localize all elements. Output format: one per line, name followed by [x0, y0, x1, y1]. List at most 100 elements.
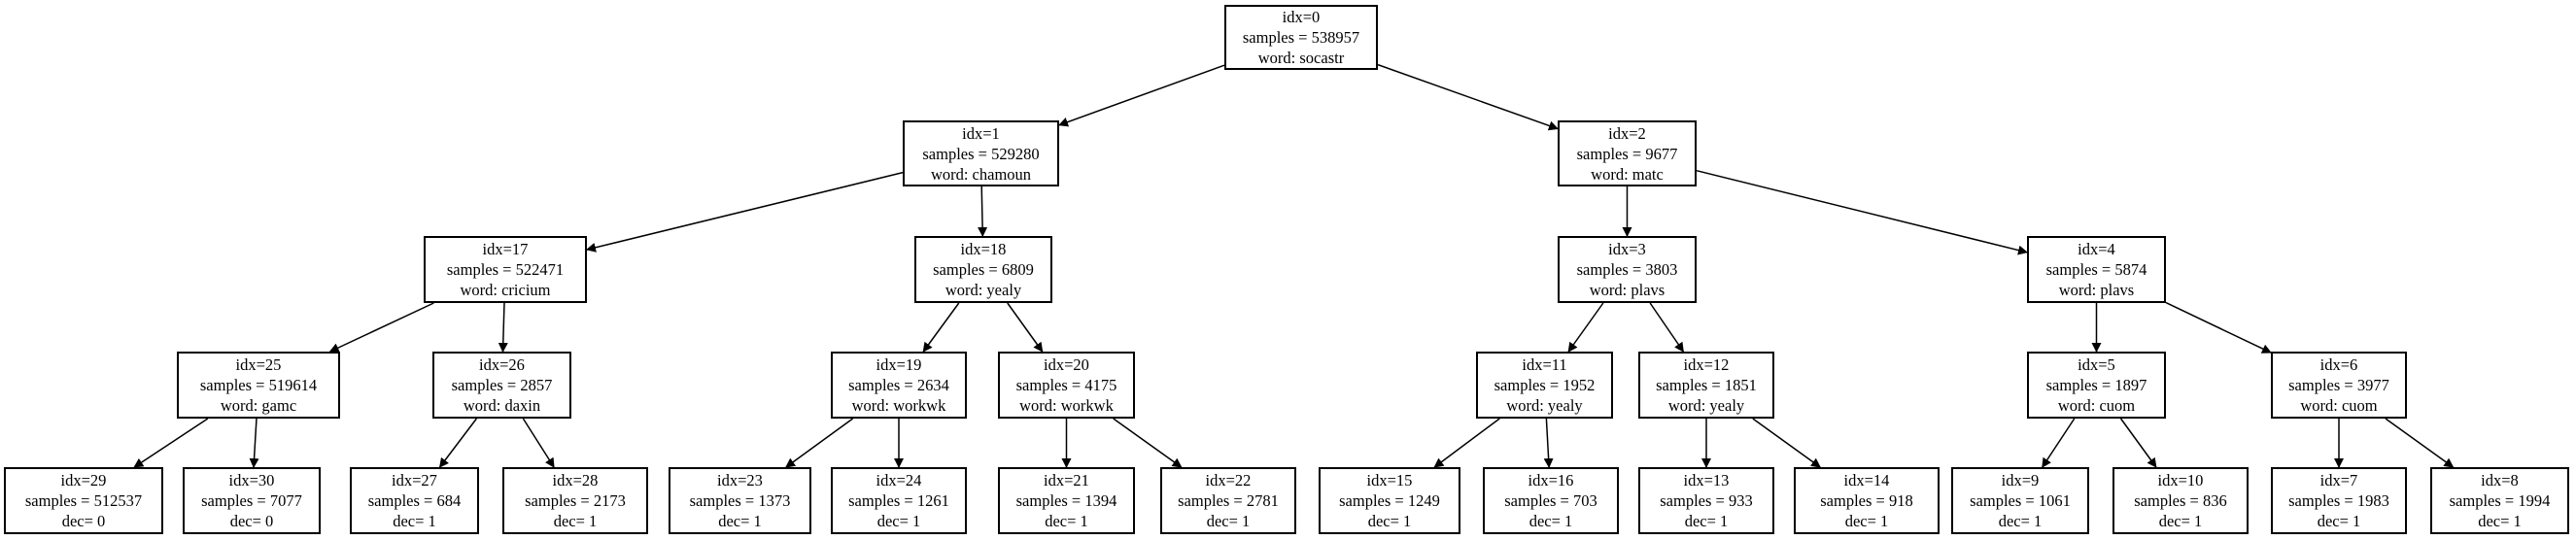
- tree-node-28: idx=28 samples = 2173 dec= 1: [502, 467, 648, 534]
- node-idx-label: idx=7: [2319, 471, 2358, 489]
- node-dec-label: dec= 1: [2317, 512, 2361, 530]
- edge-2-to-4: [1696, 169, 2028, 255]
- node-samples-label: samples = 512537: [24, 491, 143, 510]
- node-idx-label: idx=14: [1843, 471, 1890, 489]
- node-word-label: word: cricium: [460, 281, 551, 299]
- node-samples-label: samples = 519614: [199, 376, 318, 394]
- node-idx-label: idx=17: [482, 240, 529, 258]
- node-idx-label: idx=2: [1608, 123, 1646, 143]
- node-dec-label: dec= 0: [229, 512, 274, 530]
- node-word-label: word: socastr: [1257, 49, 1345, 67]
- node-idx-label: idx=6: [2319, 355, 2358, 374]
- edge-17-to-25: [328, 302, 434, 353]
- edge-26-to-28: [522, 418, 555, 468]
- edge-18-to-20: [1007, 302, 1044, 353]
- node-samples-label: samples = 918: [1820, 491, 1913, 510]
- tree-node-18: idx=18 samples = 6809 word: yealy: [914, 236, 1052, 303]
- node-samples-label: samples = 4175: [1015, 376, 1117, 394]
- tree-node-9: idx=9 samples = 1061 dec= 1: [1951, 467, 2089, 534]
- node-idx-label: idx=21: [1044, 471, 1089, 489]
- edge-5-to-10: [2119, 418, 2157, 468]
- node-dec-label: dec= 0: [61, 512, 106, 530]
- node-samples-label: samples = 2857: [451, 376, 553, 394]
- node-idx-label: idx=22: [1205, 471, 1252, 489]
- node-idx-label: idx=27: [392, 471, 437, 489]
- node-idx-label: idx=25: [235, 355, 282, 374]
- node-dec-label: dec= 1: [2478, 512, 2522, 530]
- node-dec-label: dec= 1: [718, 512, 762, 530]
- node-word-label: word: yealy: [1506, 396, 1583, 415]
- node-samples-label: samples = 529280: [922, 144, 1040, 163]
- edge-17-to-26: [498, 302, 508, 353]
- node-word-label: word: yealy: [1667, 396, 1745, 415]
- node-samples-label: samples = 2781: [1178, 491, 1279, 510]
- node-samples-label: samples = 2173: [525, 491, 626, 510]
- tree-node-22: idx=22 samples = 2781 dec= 1: [1160, 467, 1296, 534]
- node-samples-label: samples = 1952: [1494, 376, 1596, 394]
- node-dec-label: dec= 1: [553, 512, 598, 530]
- node-idx-label: idx=9: [2001, 471, 2040, 489]
- node-word-label: word: yealy: [945, 281, 1022, 299]
- node-samples-label: samples = 5874: [2045, 260, 2147, 279]
- edge-0-to-2: [1377, 63, 1559, 131]
- edge-20-to-22: [1113, 418, 1183, 468]
- node-idx-label: idx=15: [1366, 471, 1413, 489]
- node-idx-label: idx=20: [1044, 355, 1089, 374]
- edge-25-to-30: [249, 418, 259, 468]
- node-idx-label: idx=18: [960, 240, 1007, 258]
- node-word-label: word: plavs: [1589, 281, 1666, 299]
- node-samples-label: samples = 1061: [1970, 491, 2071, 510]
- node-samples-label: samples = 522471: [446, 260, 565, 279]
- node-samples-label: samples = 1261: [848, 491, 949, 510]
- node-idx-label: idx=24: [876, 471, 922, 489]
- edge-12-to-14: [1752, 418, 1821, 468]
- edge-0-to-1: [1058, 64, 1225, 127]
- node-samples-label: samples = 3977: [2288, 376, 2389, 394]
- node-idx-label: idx=28: [552, 471, 599, 489]
- node-word-label: word: workwk: [1019, 396, 1114, 415]
- node-samples-label: samples = 6809: [933, 260, 1034, 279]
- node-samples-label: samples = 1373: [689, 491, 791, 510]
- edge-26-to-27: [438, 418, 478, 468]
- node-dec-label: dec= 1: [1998, 512, 2043, 530]
- edge-1-to-17: [586, 171, 904, 253]
- node-word-label: word: plavs: [2058, 281, 2135, 299]
- node-idx-label: idx=1: [962, 123, 1000, 143]
- node-idx-label: idx=30: [228, 471, 275, 489]
- edge-1-to-18: [978, 186, 988, 237]
- edge-18-to-19: [922, 302, 960, 353]
- node-dec-label: dec= 1: [1844, 512, 1889, 530]
- node-dec-label: dec= 1: [1206, 512, 1251, 530]
- tree-node-14: idx=14 samples = 918 dec= 1: [1794, 467, 1940, 534]
- node-dec-label: dec= 1: [876, 512, 921, 530]
- node-samples-label: samples = 1249: [1339, 491, 1440, 510]
- node-idx-label: idx=13: [1683, 471, 1730, 489]
- node-idx-label: idx=10: [2157, 471, 2204, 489]
- node-idx-label: idx=3: [1608, 240, 1646, 258]
- tree-node-24: idx=24 samples = 1261 dec= 1: [831, 467, 967, 534]
- node-samples-label: samples = 703: [1504, 491, 1597, 510]
- edge-3-to-11: [1567, 302, 1604, 353]
- edge-3-to-12: [1649, 302, 1684, 353]
- edge-11-to-16: [1543, 418, 1554, 468]
- node-samples-label: samples = 1897: [2045, 376, 2147, 394]
- node-samples-label: samples = 538957: [1242, 28, 1360, 47]
